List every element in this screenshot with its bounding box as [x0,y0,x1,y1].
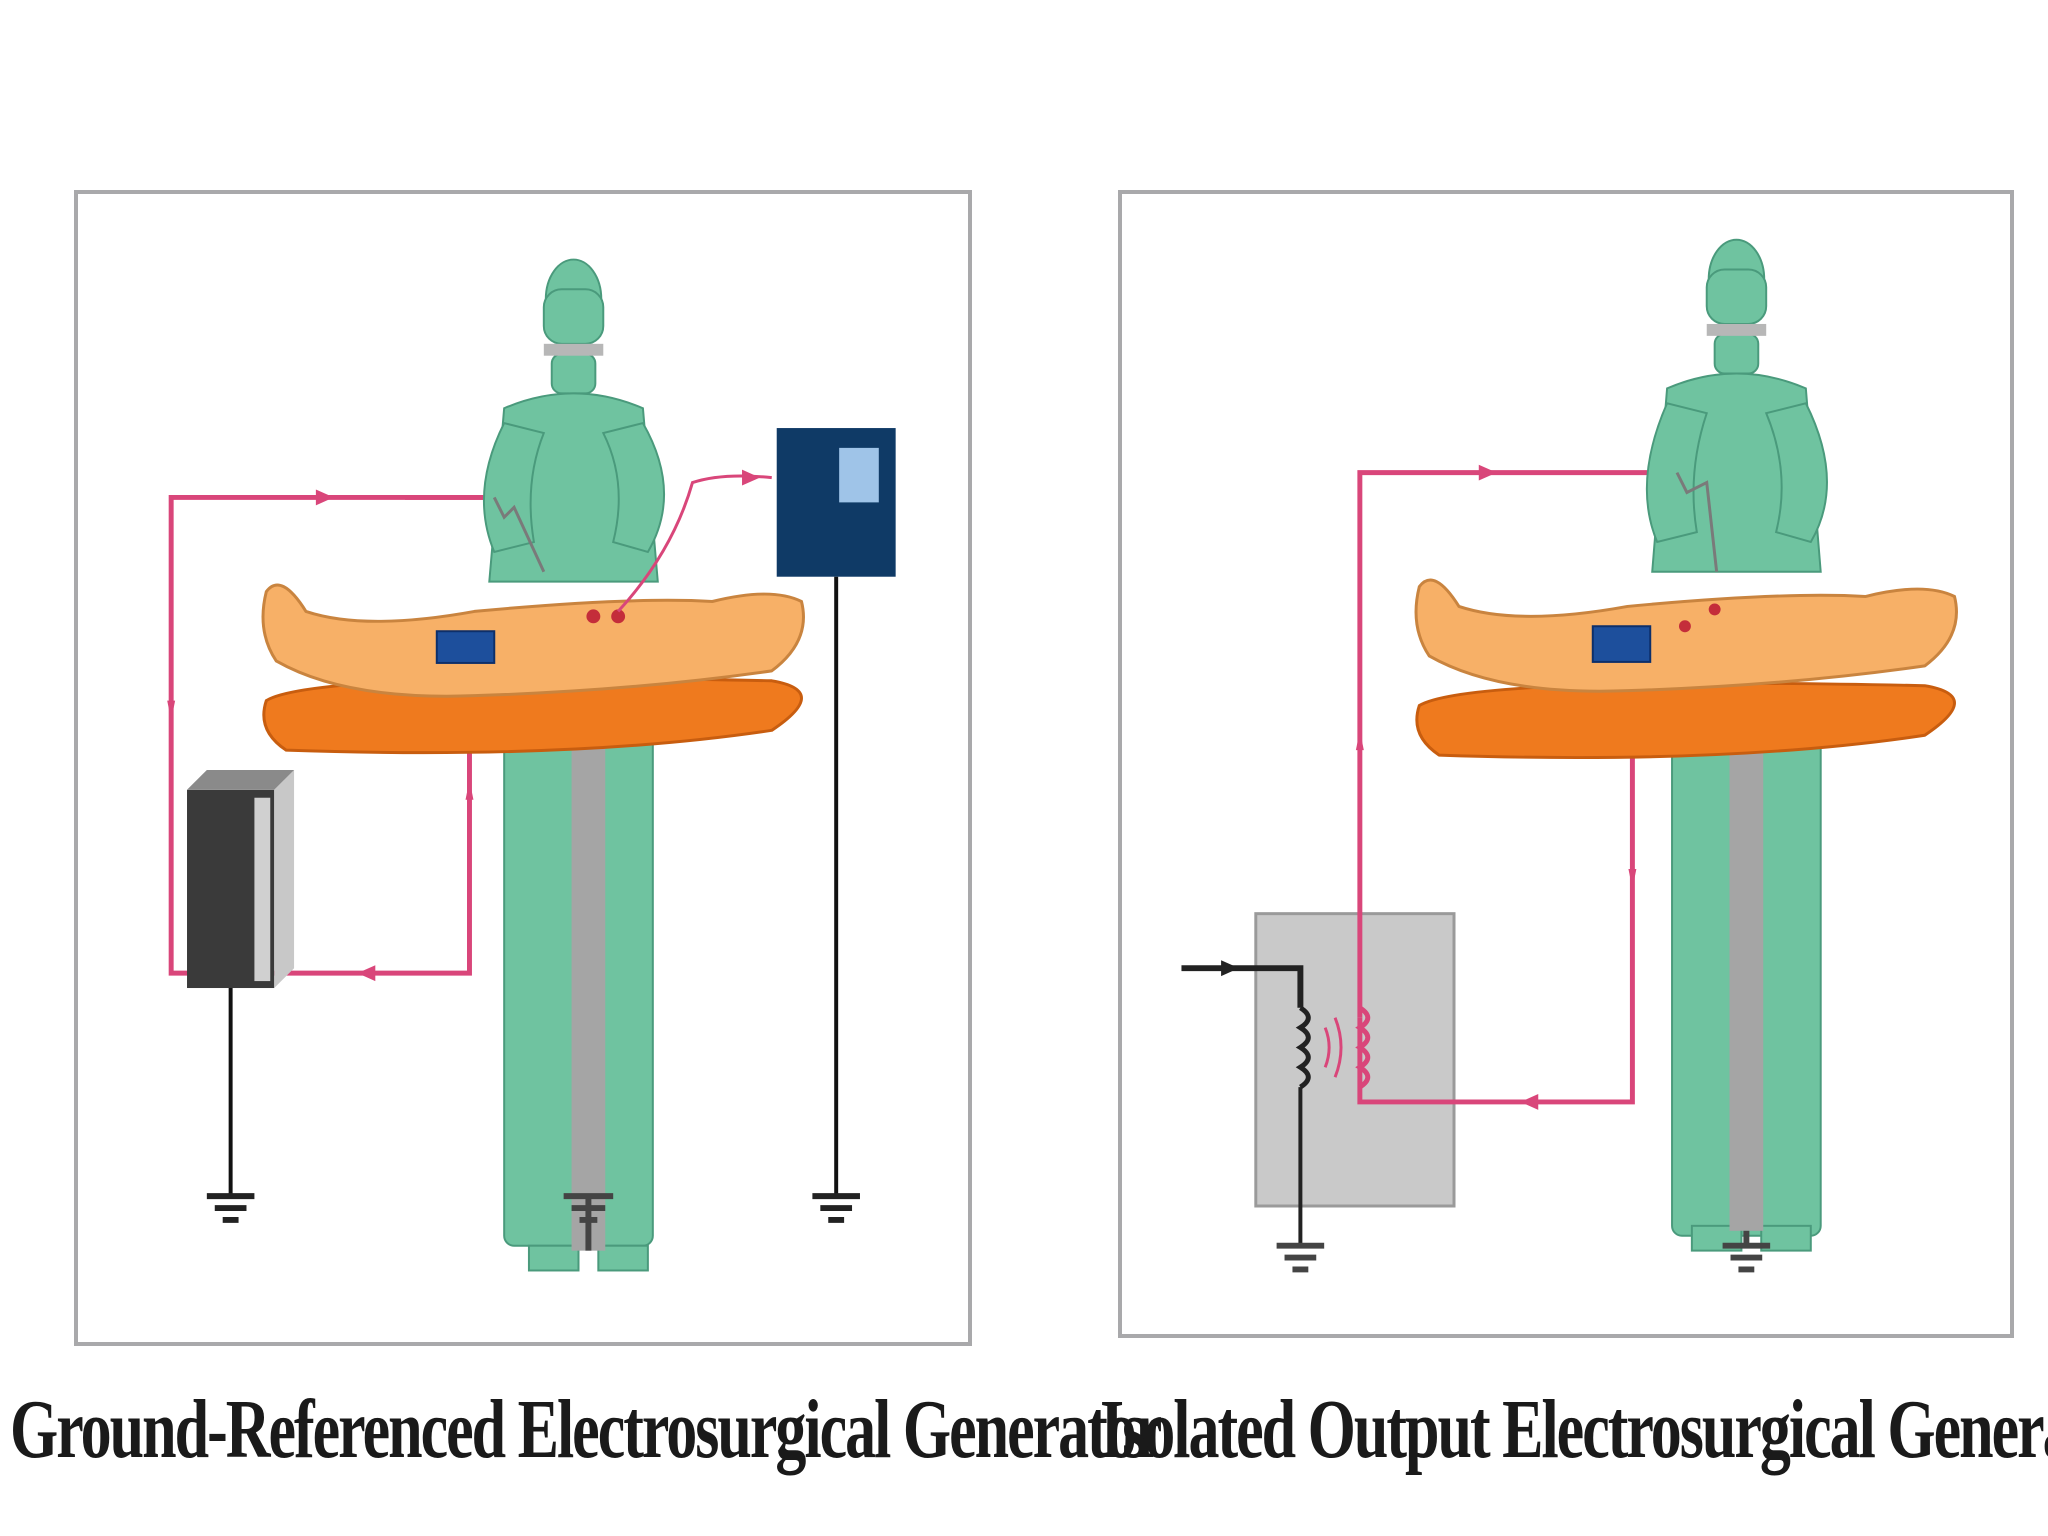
ecg-monitor-screen [839,447,879,503]
current-arrow-icon [167,489,474,982]
coupling-wave-icon [1323,1017,1343,1078]
active-electrode [1675,471,1719,572]
transformer-secondary-icon [1355,1005,1371,1090]
caption-isolated-output: Isolated Output Electrosurgical Generato… [1100,1384,2048,1476]
transformer-icon [1295,1005,1311,1090]
ecg-electrode-icon [586,609,626,624]
dispersive-pad [1591,625,1652,663]
surgeon-goggles [543,343,604,356]
current-arrow-icon [1221,960,1239,977]
table-column [571,745,606,1251]
generator-box [187,769,295,989]
isolation-box [1254,912,1456,1208]
ground-referenced-illustration [167,258,896,1272]
ground-icon [563,1193,614,1251]
ground-icon [1722,1230,1771,1273]
current-arrow-icon [742,469,760,486]
circuit-wire [168,494,495,976]
surgeon-goggles [1706,323,1767,336]
table-column [1729,745,1764,1231]
patient-body [1414,578,1958,693]
ground-icon [812,1193,860,1223]
current-arrow-icon [1355,464,1637,1110]
isolated-output-illustration [1181,238,1958,1273]
isolated-output-diagram [1118,190,2014,1338]
ground-icon [206,1193,255,1223]
ground-referenced-diagram [74,190,972,1346]
dispersive-pad [435,630,496,664]
surgeon-figure [482,258,665,1272]
active-electrode [492,496,546,573]
monitor-lead [617,474,772,613]
circuit-wire [1357,470,1677,1105]
ecg-electrode-icon [1678,603,1721,633]
caption-ground-referenced: Ground-Referenced Electrosurgical Genera… [10,1384,1162,1476]
table-pad [1415,681,1956,760]
ground-icon [1276,1242,1325,1273]
patient-body [261,583,805,698]
